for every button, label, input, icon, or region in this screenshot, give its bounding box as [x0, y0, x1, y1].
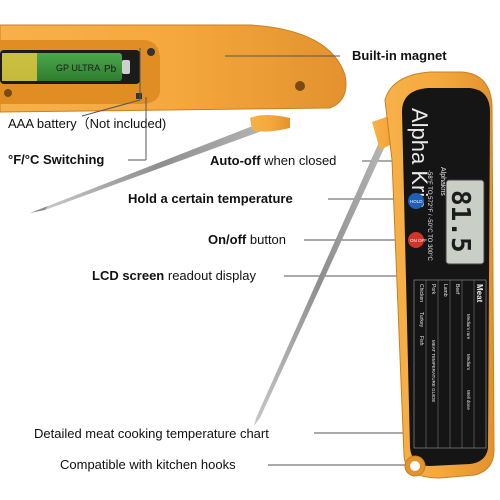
chart-header-2: Medium	[466, 354, 471, 370]
chart-row-chicken: Chicken	[418, 284, 424, 302]
lcd-readout: 81.5	[445, 190, 475, 253]
hook-hole	[404, 455, 426, 477]
callout-hold: Hold a certain temperature	[128, 191, 293, 207]
chart-header-3: Well done	[466, 390, 471, 410]
battery-housing: GP ULTRA Pb	[0, 24, 347, 113]
unit-switch	[136, 93, 142, 99]
callout-switching-bold: °F/°C Switching	[8, 152, 105, 167]
main-thermometer: Alpha Kris Alphakris -58°F TO 572°F / -5…	[254, 71, 495, 479]
power-button[interactable]: ON OFF	[408, 232, 427, 248]
chart-row-fish: Fish	[418, 336, 424, 346]
chart-title: Meat	[475, 284, 484, 303]
callout-onoff-rest: button	[246, 232, 287, 247]
callout-hold-bold: Hold a certain temperature	[128, 191, 293, 206]
probe-left	[30, 115, 290, 213]
callout-chart-rest: Detailed meat cooking temperature chart	[34, 426, 269, 441]
hold-button-label: HOLD	[410, 199, 423, 204]
aaa-battery: GP ULTRA Pb	[2, 53, 130, 81]
chart-row-turkey: Turkey	[418, 312, 424, 328]
callout-switching: °F/°C Switching	[8, 152, 104, 168]
callout-battery-rest: （Not included)	[76, 116, 167, 131]
chart-row-lamb: Lamb	[442, 284, 448, 297]
callout-chart: Detailed meat cooking temperature chart	[34, 426, 269, 442]
chart-row-pork: Pork	[430, 284, 436, 295]
chart-row-beef: Beef	[454, 284, 460, 295]
callout-lcd-rest: readout display	[164, 268, 257, 283]
callout-hooks: Compatible with kitchen hooks	[60, 457, 236, 473]
hold-button[interactable]: HOLD	[408, 193, 424, 209]
callout-battery: AAA battery（Not included)	[8, 116, 166, 132]
callout-onoff: On/off button	[208, 232, 286, 248]
callout-onoff-bold: On/off	[208, 232, 247, 247]
callout-auto-off: Auto-off when closed	[210, 153, 336, 169]
power-button-label: ON OFF	[410, 238, 427, 243]
callout-lcd-bold: LCD screen	[92, 268, 165, 283]
callout-auto-off-bold: Auto-off	[210, 153, 261, 168]
brand-logo: Alpha Kris	[407, 108, 432, 208]
callout-lcd: LCD screen readout display	[92, 268, 256, 284]
chart-header-1: Medium rare	[466, 314, 471, 340]
battery-pb-text: Pb	[104, 64, 117, 75]
range-text: -58°F TO 572°F / -50°C TO 300°C	[426, 170, 432, 262]
callout-auto-off-rest: when closed	[260, 153, 337, 168]
meat-temperature-chart: Meat Medium rare Medium Well done Beef L…	[413, 279, 487, 449]
probe-main	[254, 140, 386, 426]
battery-brand-text: GP ULTRA	[56, 63, 100, 73]
lcd-screen: 81.5	[445, 179, 485, 265]
callout-hooks-rest: Compatible with kitchen hooks	[60, 457, 236, 472]
brand-small: Alphakris	[439, 167, 446, 196]
callout-magnet-bold: Built-in magnet	[352, 48, 447, 63]
callout-battery-main: AAA battery	[8, 116, 77, 131]
chart-footer: MEAT TEMPERATURE GUIDE	[431, 340, 436, 402]
callout-magnet: Built-in magnet	[352, 48, 447, 64]
